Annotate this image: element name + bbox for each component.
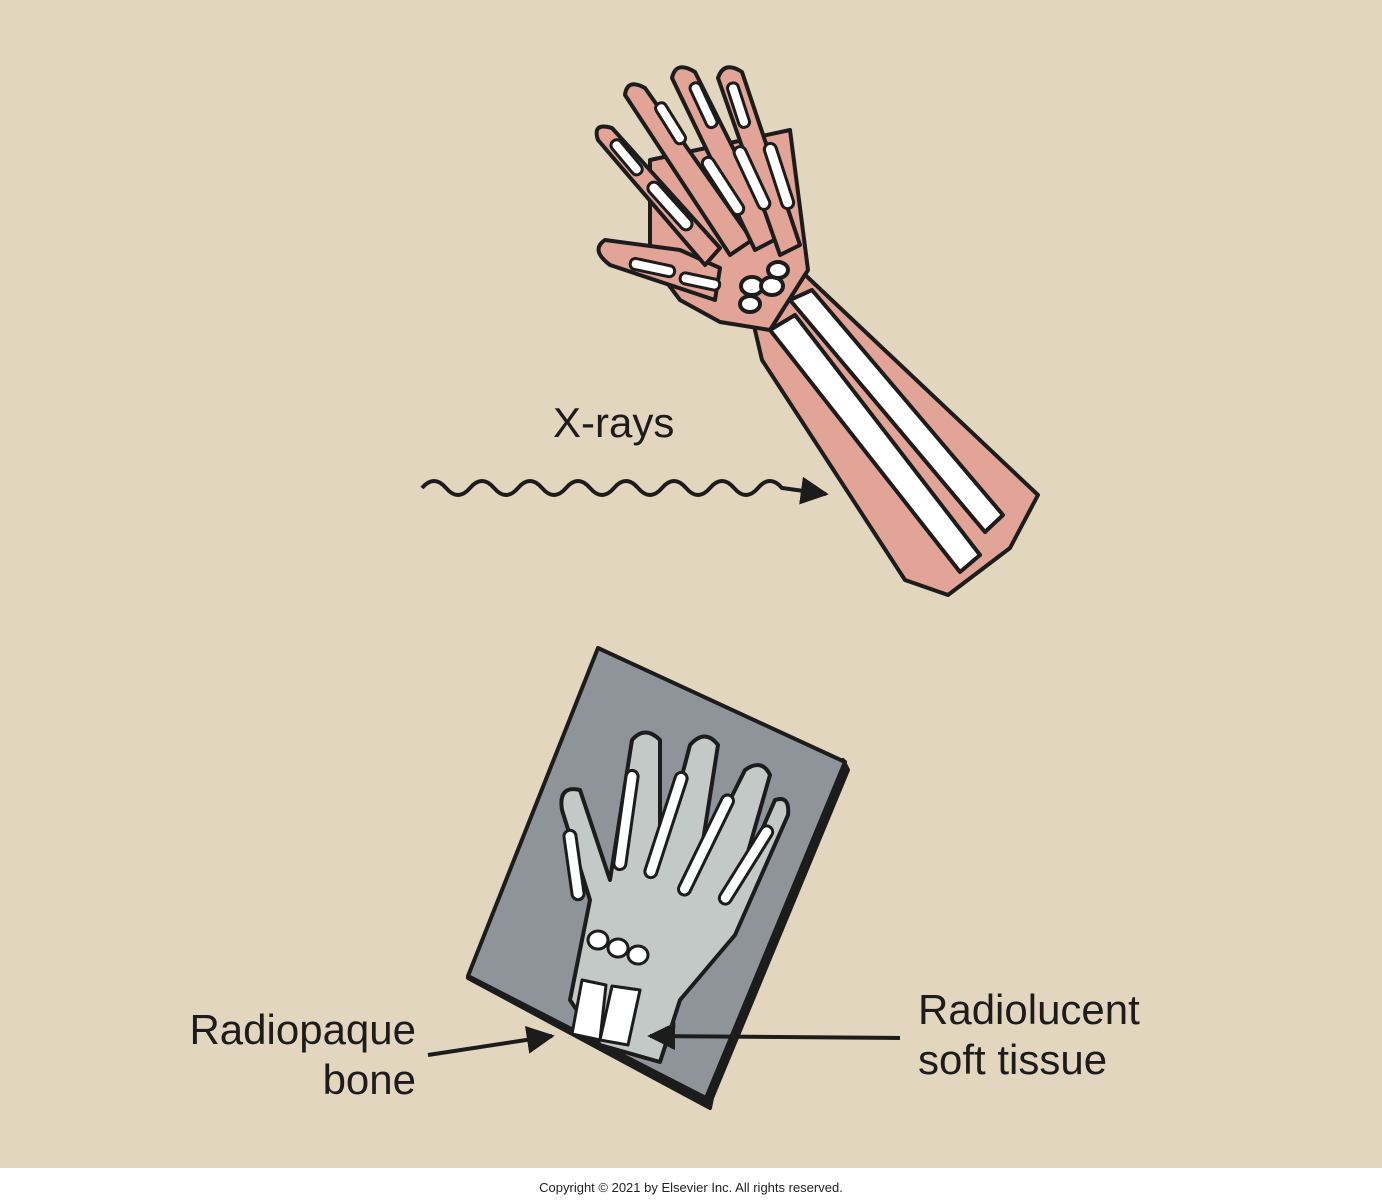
radiopaque-label-line1: Radiopaque [189,1006,416,1053]
phalanx-bone [762,141,796,211]
phalanx-bone [678,271,722,292]
radiopaque-label-line2: bone [322,1056,416,1103]
xray-wave-arrow [420,476,829,505]
radiolucent-label-line2: soft tissue [918,1036,1108,1083]
film-phalanx-bone [677,793,735,897]
phalanx-bone [700,155,746,217]
film-phalanx-bone [612,768,640,872]
carpal-bone [738,294,762,314]
radiopaque-pointer-arrow [427,1025,555,1057]
film-carpal-bone [626,944,650,966]
radius-bone [768,313,982,574]
xray-film [466,646,850,1110]
carpal-bone [766,260,790,280]
film-phalanx-bone [643,770,689,880]
arm-illustration [594,65,1040,597]
film-phalanx-bone [717,824,775,906]
film-ulna-bone [598,984,642,1047]
film-phalanx-bone [562,828,586,902]
phalanx-bone [654,101,688,146]
film-carpal-bone [606,937,630,959]
finger-skin [623,82,754,257]
phalanx-bone [628,256,677,279]
phalanx-bone [609,138,644,177]
phalanx-bone [732,145,772,211]
finger-skin [670,65,780,252]
radiolucent-pointer-arrow [647,1022,901,1051]
xray-label: X-rays [553,399,675,446]
ulna-bone [788,288,1005,534]
diagram-artwork [420,65,1040,1110]
phalanx-bone [688,81,719,130]
radiopaque-bone-label: Radiopaque bone [150,1005,416,1105]
film-soft-tissue [559,730,791,1064]
phalanx-bone [646,180,694,232]
radiolucent-soft-tissue-label: Radiolucent soft tissue [918,985,1140,1085]
radiolucent-label-line1: Radiolucent [918,986,1140,1033]
copyright-notice: Copyright © 2021 by Elsevier Inc. All ri… [539,1180,843,1195]
film-carpal-bone [586,929,610,951]
phalanx-bone [725,81,752,129]
